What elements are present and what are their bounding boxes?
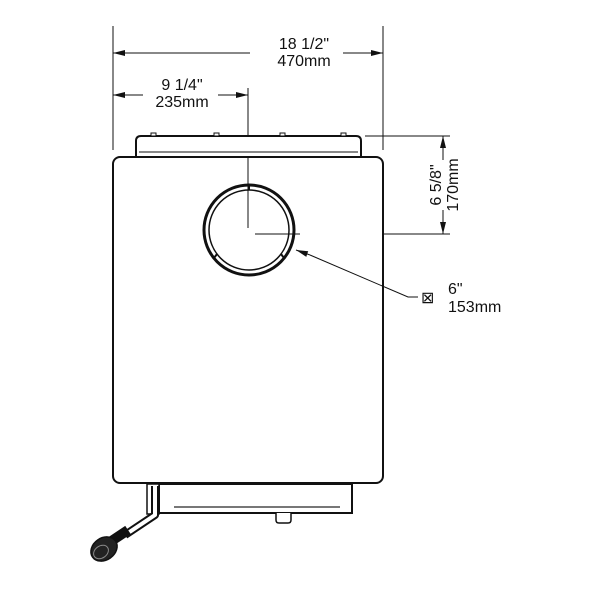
overall-width-imperial: 18 1/2" bbox=[279, 36, 329, 53]
plug-connector bbox=[90, 536, 118, 562]
top-flange bbox=[135, 132, 362, 156]
diameter-symbol: ⊠ bbox=[421, 290, 434, 307]
bottom-housing bbox=[146, 483, 353, 524]
outlet-diameter-metric: 153mm bbox=[448, 299, 501, 316]
overall-width-metric: 470mm bbox=[277, 53, 330, 70]
outlet-depth-imperial: 6 5/8" bbox=[428, 164, 445, 205]
outlet-diameter-imperial: 6" bbox=[448, 281, 463, 298]
outlet-collar bbox=[202, 183, 300, 277]
power-cord bbox=[90, 486, 159, 562]
overall-width-dimension bbox=[112, 26, 384, 150]
outlet-offset-metric: 235mm bbox=[155, 94, 208, 111]
outlet-offset-imperial: 9 1/4" bbox=[161, 77, 202, 94]
outlet-diameter-leader bbox=[295, 249, 418, 298]
outlet-depth-metric: 170mm bbox=[445, 158, 462, 211]
